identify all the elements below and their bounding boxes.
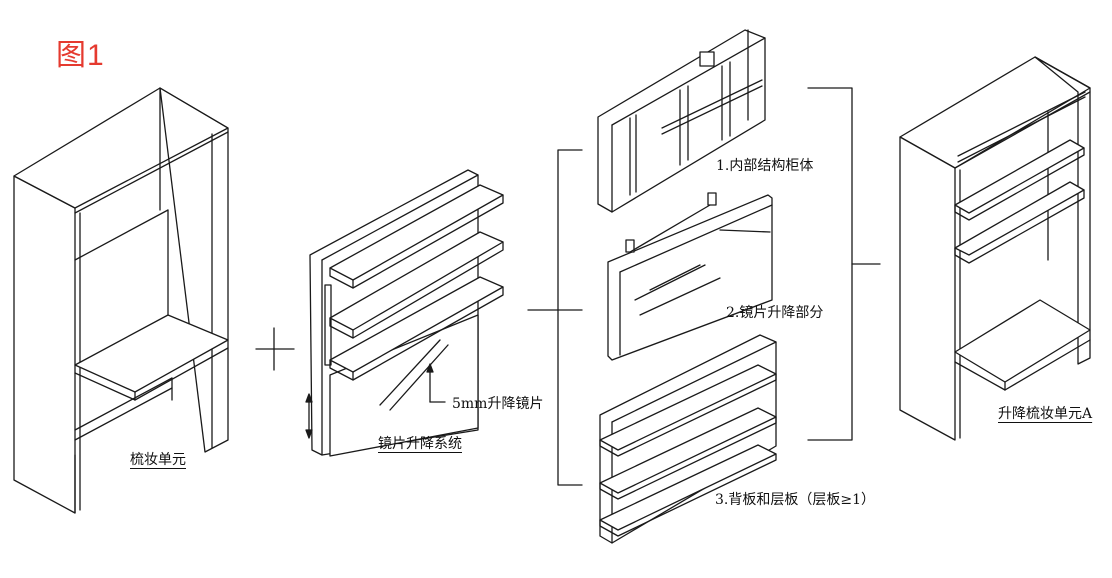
result-unit-drawing [900,57,1090,440]
base-unit-caption: 梳妆单元 [130,452,186,468]
figure-label: 图1 [56,39,105,72]
right-bracket [808,88,852,440]
part3-back-and-shelves-drawing [600,335,776,543]
left-bracket [558,150,582,485]
mirror-lift-system-drawing [306,170,503,456]
dresser-unit-drawing [14,88,228,513]
part1-inner-cabinet-drawing [598,30,765,212]
part1-caption: 1.内部结构柜体 [716,158,814,174]
result-unit-caption: 升降梳妆单元A [998,406,1093,422]
part2-caption: 2.镜片升降部分 [726,305,824,321]
plus-sign [256,328,294,370]
part3-caption: 3.背板和层板（层板≥1） [715,492,875,508]
mirror-thickness-note: 5mm升降镜片 [452,396,544,412]
part2-mirror-lift-drawing [608,193,772,360]
lift-system-caption: 镜片升降系统 [378,436,462,452]
